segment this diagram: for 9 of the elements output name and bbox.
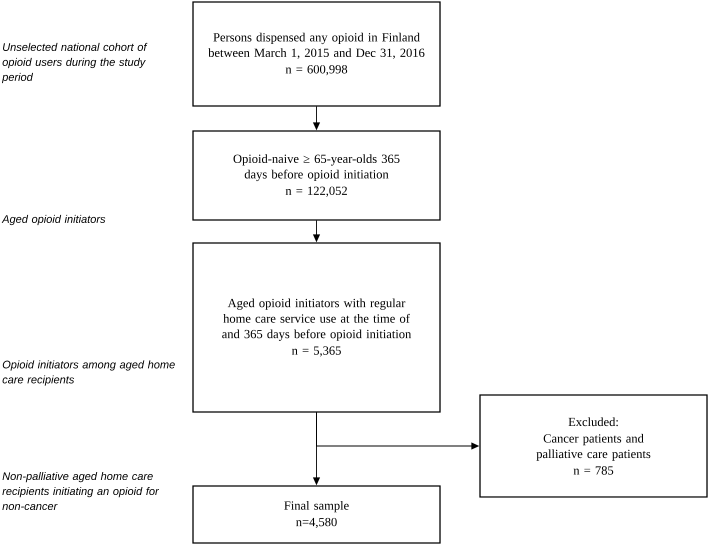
flow-box: Opioid-naive ≥ 65-year-olds 365 days before opioid initiation n = 122,052	[192, 130, 441, 221]
side-label: Unselected national cohort of opioid users during the study period	[2, 42, 148, 84]
side-label: Aged opioid initiators	[2, 214, 106, 226]
side-label: Opioid initiators among aged home care recipients	[2, 360, 175, 386]
flow-box: Aged opioid initiators with regular home care service use at the time of and 365 days before opioid initiation n = 5,365	[192, 242, 441, 413]
side-label: Non-palliative aged home care recipients initiating an opioid for non-cancer	[2, 472, 160, 510]
flow-box: Excluded: Cancer patients and palliative care patients n = 785	[479, 394, 708, 498]
flow-box: Persons dispensed any opioid in Finland between March 1, 2015 and Dec 31, 2016 n = 600,998	[192, 1, 441, 107]
flow-box: Final sample n=4,580	[192, 485, 441, 544]
